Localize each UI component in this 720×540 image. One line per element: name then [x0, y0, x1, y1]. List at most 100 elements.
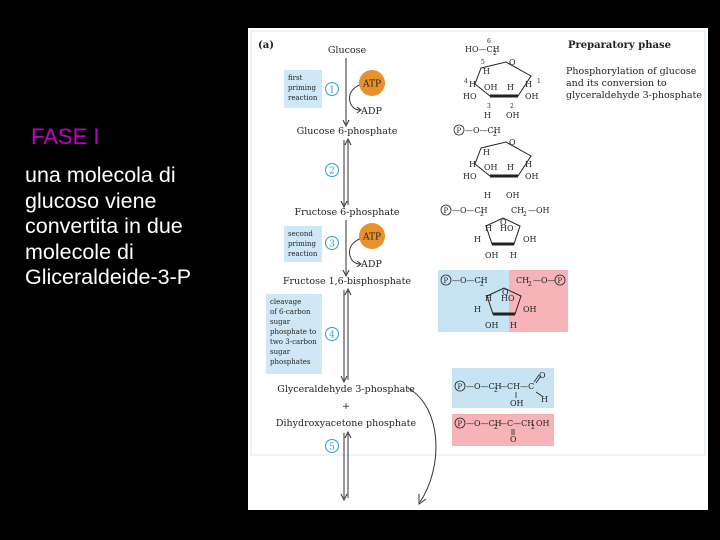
curved-arrow-head [418, 494, 427, 505]
note-cleavage-line5: two 3-carbon [270, 338, 317, 346]
gap-phosphate-circle [454, 380, 466, 392]
step-number-5: 5 [329, 443, 335, 453]
gap-carbonyl-bond [533, 374, 540, 383]
f6p-ring-O: O [500, 218, 507, 227]
note-cleavage-line6: sugar [270, 348, 291, 356]
note-first-priming-text: first priming reaction [288, 74, 318, 102]
adp-label-2: ADP [360, 259, 382, 270]
g6p-sub2: 2 [493, 131, 497, 138]
glc-c5: 5 [481, 59, 485, 66]
f16bp-h-1: H [485, 294, 492, 303]
gap-O: O [539, 371, 546, 380]
f6p-h-1: H [485, 224, 492, 233]
glc-h-c4: H [469, 80, 476, 89]
step-markers: 1 2 3 4 5 [325, 82, 339, 453]
glycolysis-diagram: (a) Preparatory phase Phosphorylation of… [250, 30, 706, 505]
note-second-line2: priming [288, 240, 316, 248]
atp-label-2: ATP [362, 233, 381, 243]
atp-hooks [349, 82, 367, 268]
structure-dhap: P —O—CH 2 —C—CH 2 OH O [454, 417, 550, 444]
gap-P: P [458, 383, 463, 391]
step-number-1: 1 [329, 86, 335, 96]
note-first-line3: reaction [288, 94, 318, 102]
f6p-right-sub2: 2 [523, 211, 527, 218]
glc-ring-O: O [509, 58, 516, 67]
structure-f16bp: P —O—CH 2 CH 2 —O— P O H HO H OH OH H [440, 274, 566, 330]
f6p-oh-2: OH [485, 251, 499, 260]
glc-oh-c4-in: OH [484, 83, 498, 92]
g6p-oh-in: OH [484, 163, 498, 172]
structure-g6p: P —O—CH 2 O H H OH H H HO OH H OH [453, 124, 539, 200]
f16bp-ring [486, 287, 522, 315]
glc-top: HO—CH [465, 45, 500, 54]
glc-c4: 4 [464, 78, 468, 85]
f16bp-blue-half [438, 270, 509, 332]
arrow-step4-head [340, 375, 348, 384]
step-circle-1 [325, 82, 339, 96]
f6p-ring [485, 217, 521, 245]
f16bp-oh-1: OH [523, 305, 537, 314]
note-cleavage-line2: of 6-carbon [270, 308, 311, 316]
note-second-priming [284, 226, 322, 262]
g6p-oh-c2: OH [506, 191, 520, 200]
structure-gap: P —O—CH 2 —CH—C O OH H [454, 371, 548, 408]
metabolite-f16bp: Fructose 1,6-bisphosphate [283, 276, 411, 287]
note-cleavage-line1: cleavage [270, 298, 301, 306]
f6p-sub2: 2 [480, 211, 484, 218]
dhap-chain: —O—CH [466, 419, 502, 428]
curved-arrow [407, 387, 437, 503]
f6p-P: P [444, 207, 449, 215]
gap-mid: —CH—C [499, 382, 534, 391]
note-cleavage-line7: phosphates [270, 358, 311, 366]
structure-glucose: HO—CH 2 6 5 4 3 2 1 O H H OH H H HO OH H… [463, 38, 541, 120]
atp-hook-2 [349, 236, 367, 265]
atp-hook-2-head [356, 260, 362, 268]
f16bp-right-end: —O— [533, 276, 556, 285]
glc-c3: 3 [487, 103, 491, 110]
dhap-end: OH [536, 419, 550, 428]
g6p-P: P [457, 127, 462, 135]
dhap-pink-box [452, 414, 554, 446]
glc-oh-c1: OH [525, 92, 539, 101]
dhap-mid: —C—CH [499, 419, 534, 428]
g6p-phosphate-circle [453, 124, 465, 136]
plus-sign: + [342, 401, 350, 412]
metabolite-g6p: Glucose 6-phosphate [297, 126, 398, 137]
f6p-right: CH [511, 206, 524, 215]
glc-h-c2-in: H [507, 83, 514, 92]
arrow-step1-head [342, 119, 350, 128]
metabolite-gap: Glyceraldehyde 3-phosphate [277, 384, 415, 395]
f6p-phosphate-circle [440, 204, 452, 216]
f16bp-h-3: H [510, 321, 517, 330]
step-circle-5 [325, 439, 339, 453]
step-number-2: 2 [329, 167, 335, 177]
glycolysis-figure-panel: (a) Preparatory phase Phosphorylation of… [248, 28, 708, 510]
glc-h-c5: H [483, 67, 490, 76]
glc-h-c3: H [484, 111, 491, 120]
gap-h-bond [535, 391, 543, 397]
step-circle-3 [325, 236, 339, 250]
glc-h-c1: H [525, 80, 532, 89]
arrow-step3-head [342, 269, 350, 278]
dhap-sub2-b: 2 [531, 424, 535, 431]
atp-hook-1 [349, 82, 367, 111]
dhap-P: P [458, 420, 463, 428]
atp-hook-1-head [356, 106, 362, 114]
glc-c6: 6 [487, 38, 491, 45]
phase-desc-2: and its conversion to [566, 78, 667, 89]
step-circle-2 [325, 163, 339, 177]
atp-circle-2 [359, 223, 385, 249]
f6p-oh-1: OH [523, 235, 537, 244]
glc-oh-c2: OH [506, 111, 520, 120]
adp-label-1: ADP [360, 106, 382, 117]
atp-label-1: ATP [362, 80, 381, 90]
gap-blue-box [452, 368, 554, 408]
arrow-step2-head [340, 200, 348, 209]
note-cleavage [266, 294, 322, 374]
note-first-line2: priming [288, 84, 316, 92]
note-second-line3: reaction [288, 250, 318, 258]
note-cleavage-line4: phosphate to [270, 328, 316, 336]
f6p-right-end: —OH [528, 206, 550, 215]
structure-f6p: P —O—CH 2 CH 2 —OH O H HO H OH OH H [440, 204, 550, 260]
f16bp-phosphate-circle-left [440, 274, 452, 286]
